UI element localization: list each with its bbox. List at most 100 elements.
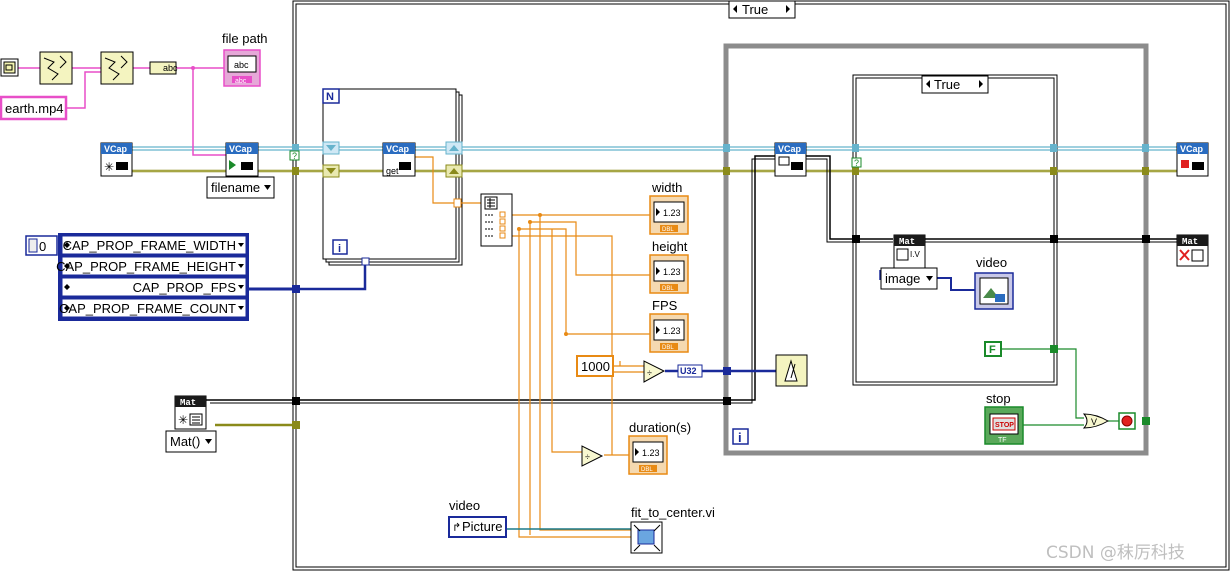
- svg-text:DBL: DBL: [641, 467, 653, 473]
- case-selector[interactable]: True: [728, 0, 796, 19]
- vcap-constructor-node[interactable]: VCap ✳: [100, 142, 133, 177]
- svg-text:abc: abc: [163, 63, 178, 73]
- for-loop[interactable]: [322, 88, 463, 266]
- video-file-constant[interactable]: earth.mp4: [0, 95, 68, 121]
- svg-text:0: 0: [39, 239, 46, 254]
- svg-text:Mat: Mat: [180, 398, 196, 408]
- while-loop[interactable]: [723, 43, 1149, 456]
- vcap-get-node[interactable]: VCap get: [382, 142, 416, 177]
- video-picture-label: video: [449, 498, 480, 513]
- image-enum[interactable]: image: [880, 267, 938, 290]
- svg-text:1.23: 1.23: [663, 267, 681, 277]
- ms-constant[interactable]: 1000: [576, 355, 614, 377]
- false-constant[interactable]: F: [984, 341, 1002, 357]
- index-array-node[interactable]: [480, 193, 513, 247]
- property-item[interactable]: CAP_PROP_FPS: [61, 277, 247, 297]
- fit-to-center-label: fit_to_center.vi: [631, 505, 715, 520]
- property-item-label: CAP_PROP_FPS: [133, 280, 237, 295]
- height-indicator[interactable]: height: [652, 239, 688, 254]
- application-directory-node[interactable]: [0, 58, 19, 77]
- svg-text:i: i: [338, 243, 341, 255]
- video-file-name: earth.mp4: [5, 101, 64, 116]
- svg-text:abc: abc: [234, 60, 249, 70]
- watermark: CSDN @秣厉科技: [1046, 543, 1185, 563]
- svg-text:abc: abc: [235, 78, 247, 85]
- shift-register-left: [322, 141, 340, 178]
- inner-case-structure[interactable]: [852, 74, 1058, 386]
- filename-enum[interactable]: filename: [206, 176, 275, 199]
- vcap-read-node[interactable]: VCap: [774, 142, 807, 177]
- svg-text:?: ?: [292, 151, 297, 161]
- loop-condition-terminal[interactable]: [1118, 412, 1136, 430]
- image-enum-label: image: [885, 271, 920, 286]
- width-indicator[interactable]: width: [651, 180, 682, 195]
- file-path-label: file path: [222, 31, 268, 46]
- duration-indicator[interactable]: duration(s): [629, 420, 691, 435]
- property-index-constant[interactable]: 0: [25, 235, 58, 256]
- inner-case-selector[interactable]: True: [921, 75, 989, 94]
- svg-text:÷: ÷: [585, 452, 590, 462]
- or-node[interactable]: V: [1082, 413, 1109, 429]
- divide-node-duration[interactable]: ÷: [581, 445, 604, 467]
- vcap-release-node[interactable]: VCap: [1176, 142, 1209, 177]
- fps-indicator[interactable]: FPS: [652, 298, 678, 313]
- build-path-node-1[interactable]: [39, 51, 73, 85]
- file-path-indicator[interactable]: file path abc abc: [222, 31, 268, 87]
- wait-ms-node[interactable]: [775, 354, 808, 387]
- height-label: height: [652, 239, 688, 254]
- property-item[interactable]: CAP_PROP_FRAME_HEIGHT: [56, 256, 247, 276]
- svg-text:I.V: I.V: [910, 250, 920, 259]
- mat-enum-label: Mat(): [170, 434, 200, 449]
- svg-text:i: i: [738, 430, 742, 445]
- to-u32-node[interactable]: U32: [677, 364, 703, 378]
- property-item[interactable]: CAP_PROP_FRAME_WIDTH: [61, 235, 247, 255]
- svg-text:DBL: DBL: [662, 227, 674, 233]
- svg-text:VCap: VCap: [386, 144, 410, 154]
- svg-text:V: V: [1091, 417, 1097, 427]
- property-item[interactable]: CAP_PROP_FRAME_COUNT: [59, 298, 247, 318]
- svg-text:1.23: 1.23: [663, 326, 681, 336]
- for-loop-iteration-terminal: i: [332, 239, 348, 255]
- build-path-node-2[interactable]: [100, 51, 134, 85]
- svg-text:?: ?: [854, 158, 859, 168]
- video-picture-indicator[interactable]: video: [974, 255, 1014, 310]
- mat-constructor-node[interactable]: Mat ✳: [174, 395, 207, 430]
- mat-to-image-node[interactable]: Mat I.V: [893, 234, 926, 269]
- path-to-string-node[interactable]: abc: [149, 61, 178, 75]
- svg-text:↱: ↱: [452, 522, 461, 534]
- ms-constant-value: 1000: [581, 359, 610, 374]
- svg-text:1.23: 1.23: [642, 448, 660, 458]
- mat-release-node[interactable]: Mat: [1176, 234, 1209, 267]
- vcap-open-node[interactable]: VCap: [225, 142, 259, 177]
- property-item-label: CAP_PROP_FRAME_HEIGHT: [56, 259, 236, 274]
- svg-text:VCap: VCap: [229, 144, 253, 154]
- svg-text:U32: U32: [680, 366, 697, 376]
- case-selector-label: True: [742, 2, 768, 17]
- svg-text:Mat: Mat: [1182, 237, 1198, 247]
- mat-enum[interactable]: Mat(): [165, 430, 217, 453]
- divide-node[interactable]: ÷: [643, 360, 666, 383]
- property-list: CAP_PROP_FRAME_WIDTH CAP_PROP_FRAME_HEIGH…: [56, 235, 247, 318]
- svg-text:÷: ÷: [647, 368, 652, 378]
- inner-case-selector-label: True: [934, 77, 960, 92]
- svg-text:STOP: STOP: [995, 422, 1014, 429]
- stop-label: stop: [986, 391, 1011, 406]
- stop-button-terminal[interactable]: stop STOP TF: [984, 391, 1024, 445]
- picture-reference-node[interactable]: ↱ Picture: [448, 516, 507, 538]
- for-loop-count-terminal: N: [322, 88, 340, 104]
- svg-text:N: N: [326, 91, 334, 103]
- outer-case-structure[interactable]: [292, 0, 1230, 571]
- wires: [18, 67, 1177, 538]
- tunnels: [191, 66, 1150, 429]
- shift-register-right: [445, 141, 463, 178]
- svg-text:get: get: [386, 166, 399, 176]
- while-loop-iteration-terminal: i: [732, 428, 749, 445]
- fit-to-center-vi[interactable]: fit_to_center.vi: [630, 505, 715, 554]
- svg-text:video: video: [449, 498, 480, 513]
